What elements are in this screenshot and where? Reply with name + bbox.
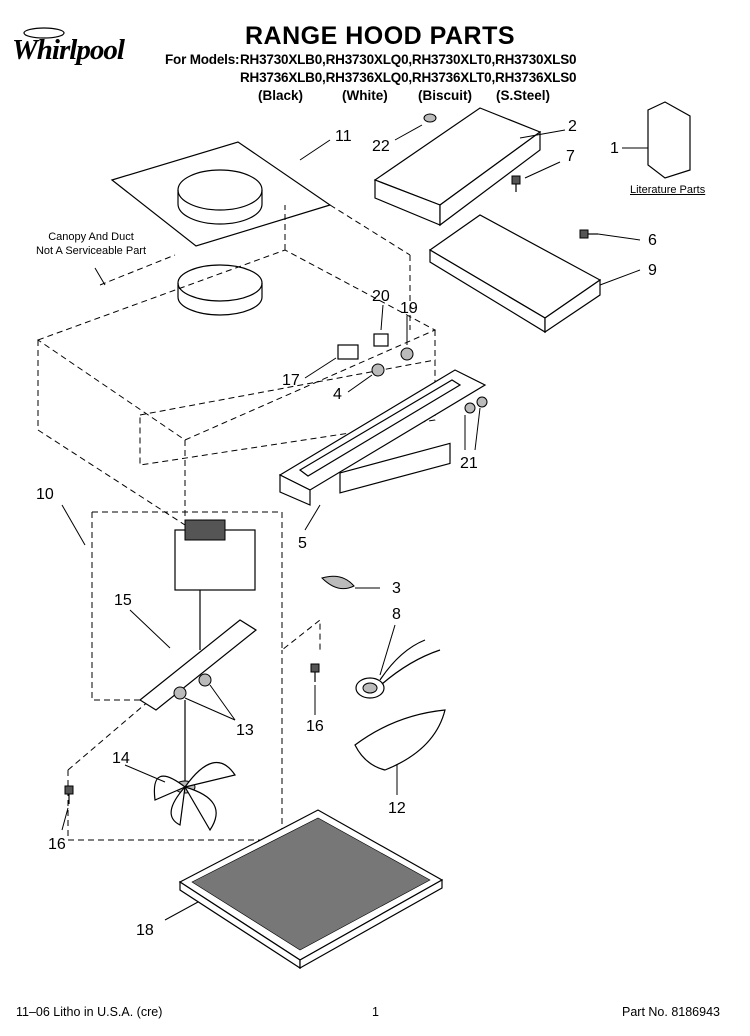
part-20-switch xyxy=(373,333,389,347)
canopy-note: Canopy And Duct Not A Serviceable Part xyxy=(16,230,166,258)
color-biscuit: (Biscuit) xyxy=(418,88,472,103)
part-11-duct-plate xyxy=(110,141,332,247)
callout-14: 14 xyxy=(112,750,130,767)
part-3-lamp xyxy=(321,575,355,590)
part-19-nut xyxy=(400,347,414,361)
part-5-control-panel xyxy=(278,369,487,506)
part-4-knob xyxy=(371,363,385,377)
callout-13: 13 xyxy=(236,722,254,739)
callout-19: 19 xyxy=(400,300,418,317)
models-line-1: RH3730XLB0,RH3730XLQ0,RH3730XLT0,RH3730X… xyxy=(240,52,577,67)
callout-8: 8 xyxy=(392,606,401,623)
callout-21: 21 xyxy=(460,455,478,472)
canopy-note-line2: Not A Serviceable Part xyxy=(35,245,147,257)
color-white: (White) xyxy=(342,88,388,103)
models-line-2: RH3736XLB0,RH3736XLQ0,RH3736XLT0,RH3736X… xyxy=(240,70,577,85)
part-9-tray xyxy=(428,214,602,334)
page-title: RANGE HOOD PARTS xyxy=(245,22,516,50)
brand-logo: Whirlpool xyxy=(12,34,125,66)
callout-20: 20 xyxy=(372,288,390,305)
callout-16-left: 16 xyxy=(48,836,66,853)
footer-part-number: Part No. 8186943 xyxy=(622,1005,720,1019)
part-motor xyxy=(174,519,256,650)
callout-12: 12 xyxy=(388,800,406,817)
part-12-lens xyxy=(354,709,446,771)
part-15-bracket xyxy=(138,619,258,711)
part-6-screw xyxy=(579,229,598,239)
callout-9: 9 xyxy=(648,262,657,279)
part-1-literature xyxy=(647,101,691,179)
callout-3: 3 xyxy=(392,580,401,597)
logo-swirl xyxy=(23,27,65,39)
part-7-screw xyxy=(511,175,521,192)
callout-7: 7 xyxy=(566,148,575,165)
callout-5: 5 xyxy=(298,535,307,552)
part-13-nuts xyxy=(173,673,212,700)
part-16-screw-left xyxy=(64,785,74,804)
color-ssteel: (S.Steel) xyxy=(496,88,551,103)
part-14-fan-blade xyxy=(153,700,236,832)
part-17-switch xyxy=(337,344,359,360)
callout-10: 10 xyxy=(36,486,54,503)
models-label: For Models: xyxy=(165,52,240,67)
part-8-socket xyxy=(355,639,441,699)
callout-11: 11 xyxy=(335,128,352,145)
part-21-knobs xyxy=(464,396,488,414)
callout-15: 15 xyxy=(114,592,132,609)
leader-lines xyxy=(61,124,648,921)
literature-label: Literature Parts xyxy=(630,184,706,196)
part-10-motor-frame xyxy=(67,511,321,841)
callout-2: 2 xyxy=(568,118,577,135)
callout-17: 17 xyxy=(282,372,300,389)
callout-18: 18 xyxy=(136,922,154,939)
callout-22: 22 xyxy=(372,138,390,155)
canopy-note-line1: Canopy And Duct xyxy=(48,231,134,243)
color-black: (Black) xyxy=(258,88,304,103)
part-16-screw-right xyxy=(310,663,320,682)
part-22-plug xyxy=(423,113,437,123)
part-2-housing xyxy=(373,107,542,227)
footer-page-number: 1 xyxy=(372,1005,379,1019)
callout-4: 4 xyxy=(333,386,342,403)
callout-6: 6 xyxy=(648,232,657,249)
part-18-filter xyxy=(178,809,444,970)
canopy-dashed-outline xyxy=(36,204,437,526)
callout-16-right: 16 xyxy=(306,718,324,735)
callout-1: 1 xyxy=(610,140,619,157)
footer-litho: 11–06 Litho in U.S.A. (cre) xyxy=(16,1005,163,1019)
